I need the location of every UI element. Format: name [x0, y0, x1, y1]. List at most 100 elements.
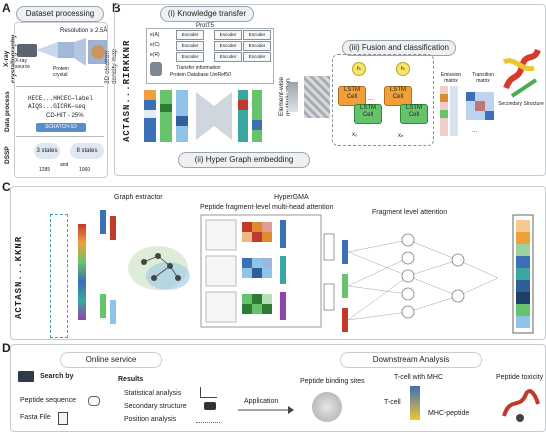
lstm-frame: [332, 54, 434, 146]
position-icon: [196, 418, 220, 423]
panel-c-frame: [10, 186, 546, 340]
seq-label-line: HECE...HHCEC—label: [28, 95, 93, 102]
encoder-6: Encoder: [214, 52, 242, 62]
lstm-dots: ...: [368, 96, 374, 102]
fragment-attention-label: Fragment level attention: [372, 209, 448, 216]
states8-badge: 8 states: [70, 143, 104, 159]
hypergma-label: HyperGMA: [274, 194, 309, 201]
input-r: e(R): [150, 52, 160, 58]
dssp-label: DSSP: [4, 146, 11, 164]
sliding-window: [50, 214, 68, 338]
downstream-title: Downstream Analysis: [340, 352, 482, 368]
ht-node-2: hₜ: [396, 62, 410, 76]
fragment-mha-label: Peptide fragment-level multi-head attent…: [200, 204, 334, 211]
monitor-icon: [18, 371, 34, 382]
encoder-5: Encoder: [214, 41, 242, 51]
binding-site-icon: [312, 392, 342, 422]
toxicity-label: Peptide toxicity: [496, 374, 544, 381]
resolution-label: Resolution ≥ 2.5Å: [60, 28, 108, 34]
transition-label: Transition matrix: [472, 72, 494, 84]
structure-icon: [204, 402, 216, 410]
encoder-9: Encoder: [243, 52, 271, 62]
n1285-label: 1285: [39, 167, 51, 173]
xray-beam-icon: [36, 38, 108, 66]
secondary-structure-result[interactable]: Secondary structure: [124, 403, 187, 410]
panel-a-frame: [14, 22, 108, 178]
embedding-column: [78, 224, 86, 320]
fasta-file-option[interactable]: Fasta File: [20, 414, 51, 421]
mhc-peptide-label: MHC-peptide: [428, 410, 470, 417]
matrix-dots: ...: [472, 128, 478, 134]
fused-matrix: [304, 76, 330, 118]
embedding-columns-graphic: [144, 90, 262, 142]
encoder-8: Encoder: [243, 41, 271, 51]
hmm-matrices-graphic: [440, 86, 494, 136]
tcell-mhc-label: T-cell with MHC: [394, 374, 444, 381]
results-label: Results: [118, 376, 144, 383]
file-icon: [58, 412, 68, 425]
protein-crystal-label: Protein crystal: [53, 66, 69, 78]
xray-source-label: X-ray source: [15, 58, 31, 70]
database-icon: [150, 62, 162, 76]
lstm-cell-green-2: LSTM Cell: [400, 104, 428, 124]
transfer-info-label: Transfer information: [176, 65, 221, 71]
statistical-analysis-result[interactable]: Statistical analysis: [124, 390, 182, 397]
data-process-label: Data process: [4, 91, 11, 132]
knowledge-frame: [146, 28, 274, 84]
cdhit-label: CD-HIT - 25%: [46, 113, 84, 119]
n1060-label: 1060: [79, 167, 91, 173]
lstm-cell-green-1: LSTM Cell: [354, 104, 382, 124]
secondary-structure-label: Secondary Structure: [498, 101, 544, 107]
tcell-label: T-cell: [384, 399, 401, 406]
panel-letter-d: D: [2, 341, 11, 355]
emission-label: Emission matrix: [440, 72, 462, 84]
graph-extractor-graphic: [100, 210, 190, 324]
application-arrow: [238, 406, 294, 414]
divider-a1: [16, 86, 104, 87]
input-c: e(C): [150, 42, 160, 48]
lstm-cell-orange-1: LSTM Cell: [338, 86, 366, 106]
prott5-label: ProtT5: [196, 23, 215, 29]
multihead-attention-graphic: [200, 214, 335, 328]
panel-letter-b: B: [112, 1, 121, 15]
position-analysis-result[interactable]: Position analysis: [124, 416, 177, 423]
ht-node-1: hₜ: [352, 62, 366, 76]
fragment-attention-graphic: [342, 233, 499, 332]
fusion-title: (iii) Fusion and classification: [342, 40, 456, 56]
peptide-binding-label: Peptide binding sites: [300, 378, 365, 385]
dataset-processing-title: Dataset processing: [16, 6, 104, 22]
application-label: Application: [244, 398, 279, 405]
encoder-3: Encoder: [176, 52, 204, 62]
scratch-badge: SCRATCH-1D: [36, 123, 86, 132]
encoder-4: Encoder: [214, 30, 242, 40]
knowledge-transfer-title: (i) Knowledge transfer: [160, 6, 254, 22]
divider-a2: [16, 136, 104, 137]
hyper-graph-title: (ii) Hyper Graph embedding: [178, 152, 310, 168]
search-by-label: Search by: [40, 373, 74, 380]
x0-label: x₀: [352, 132, 358, 138]
output-embedding-bar: [512, 214, 534, 334]
tcell-mhc-icon: [410, 386, 420, 420]
seq-seq-line: AIQS...GICRK—seq: [28, 103, 86, 110]
bar-chart-icon: [200, 387, 217, 398]
panel-b-frame: [114, 4, 546, 176]
uniref-label: Protein Database UniRef50: [170, 72, 231, 78]
vector-bar-1: [288, 82, 298, 112]
xray-source-icon: [17, 44, 37, 57]
toxicity-icon: [502, 389, 540, 422]
panel-letter-a: A: [2, 1, 11, 15]
panel-d-frame: [10, 344, 546, 432]
xn-label: xₙ: [398, 133, 404, 139]
protein-structure-icon: [502, 48, 541, 98]
online-service-title: Online service: [60, 352, 162, 368]
peptide-icon: [88, 396, 100, 406]
input-a: e(A): [150, 32, 160, 38]
and-label: and: [60, 162, 69, 168]
graph-extractor-label: Graph extractor: [114, 194, 163, 201]
peptide-sequence-option[interactable]: Peptide sequence: [20, 397, 77, 404]
panel-letter-c: C: [2, 180, 11, 194]
lstm-cell-orange-2: LSTM Cell: [384, 86, 412, 106]
encoder-2: Encoder: [176, 41, 204, 51]
states3-badge: 3 states: [34, 143, 60, 159]
encoder-7: Encoder: [243, 30, 271, 40]
